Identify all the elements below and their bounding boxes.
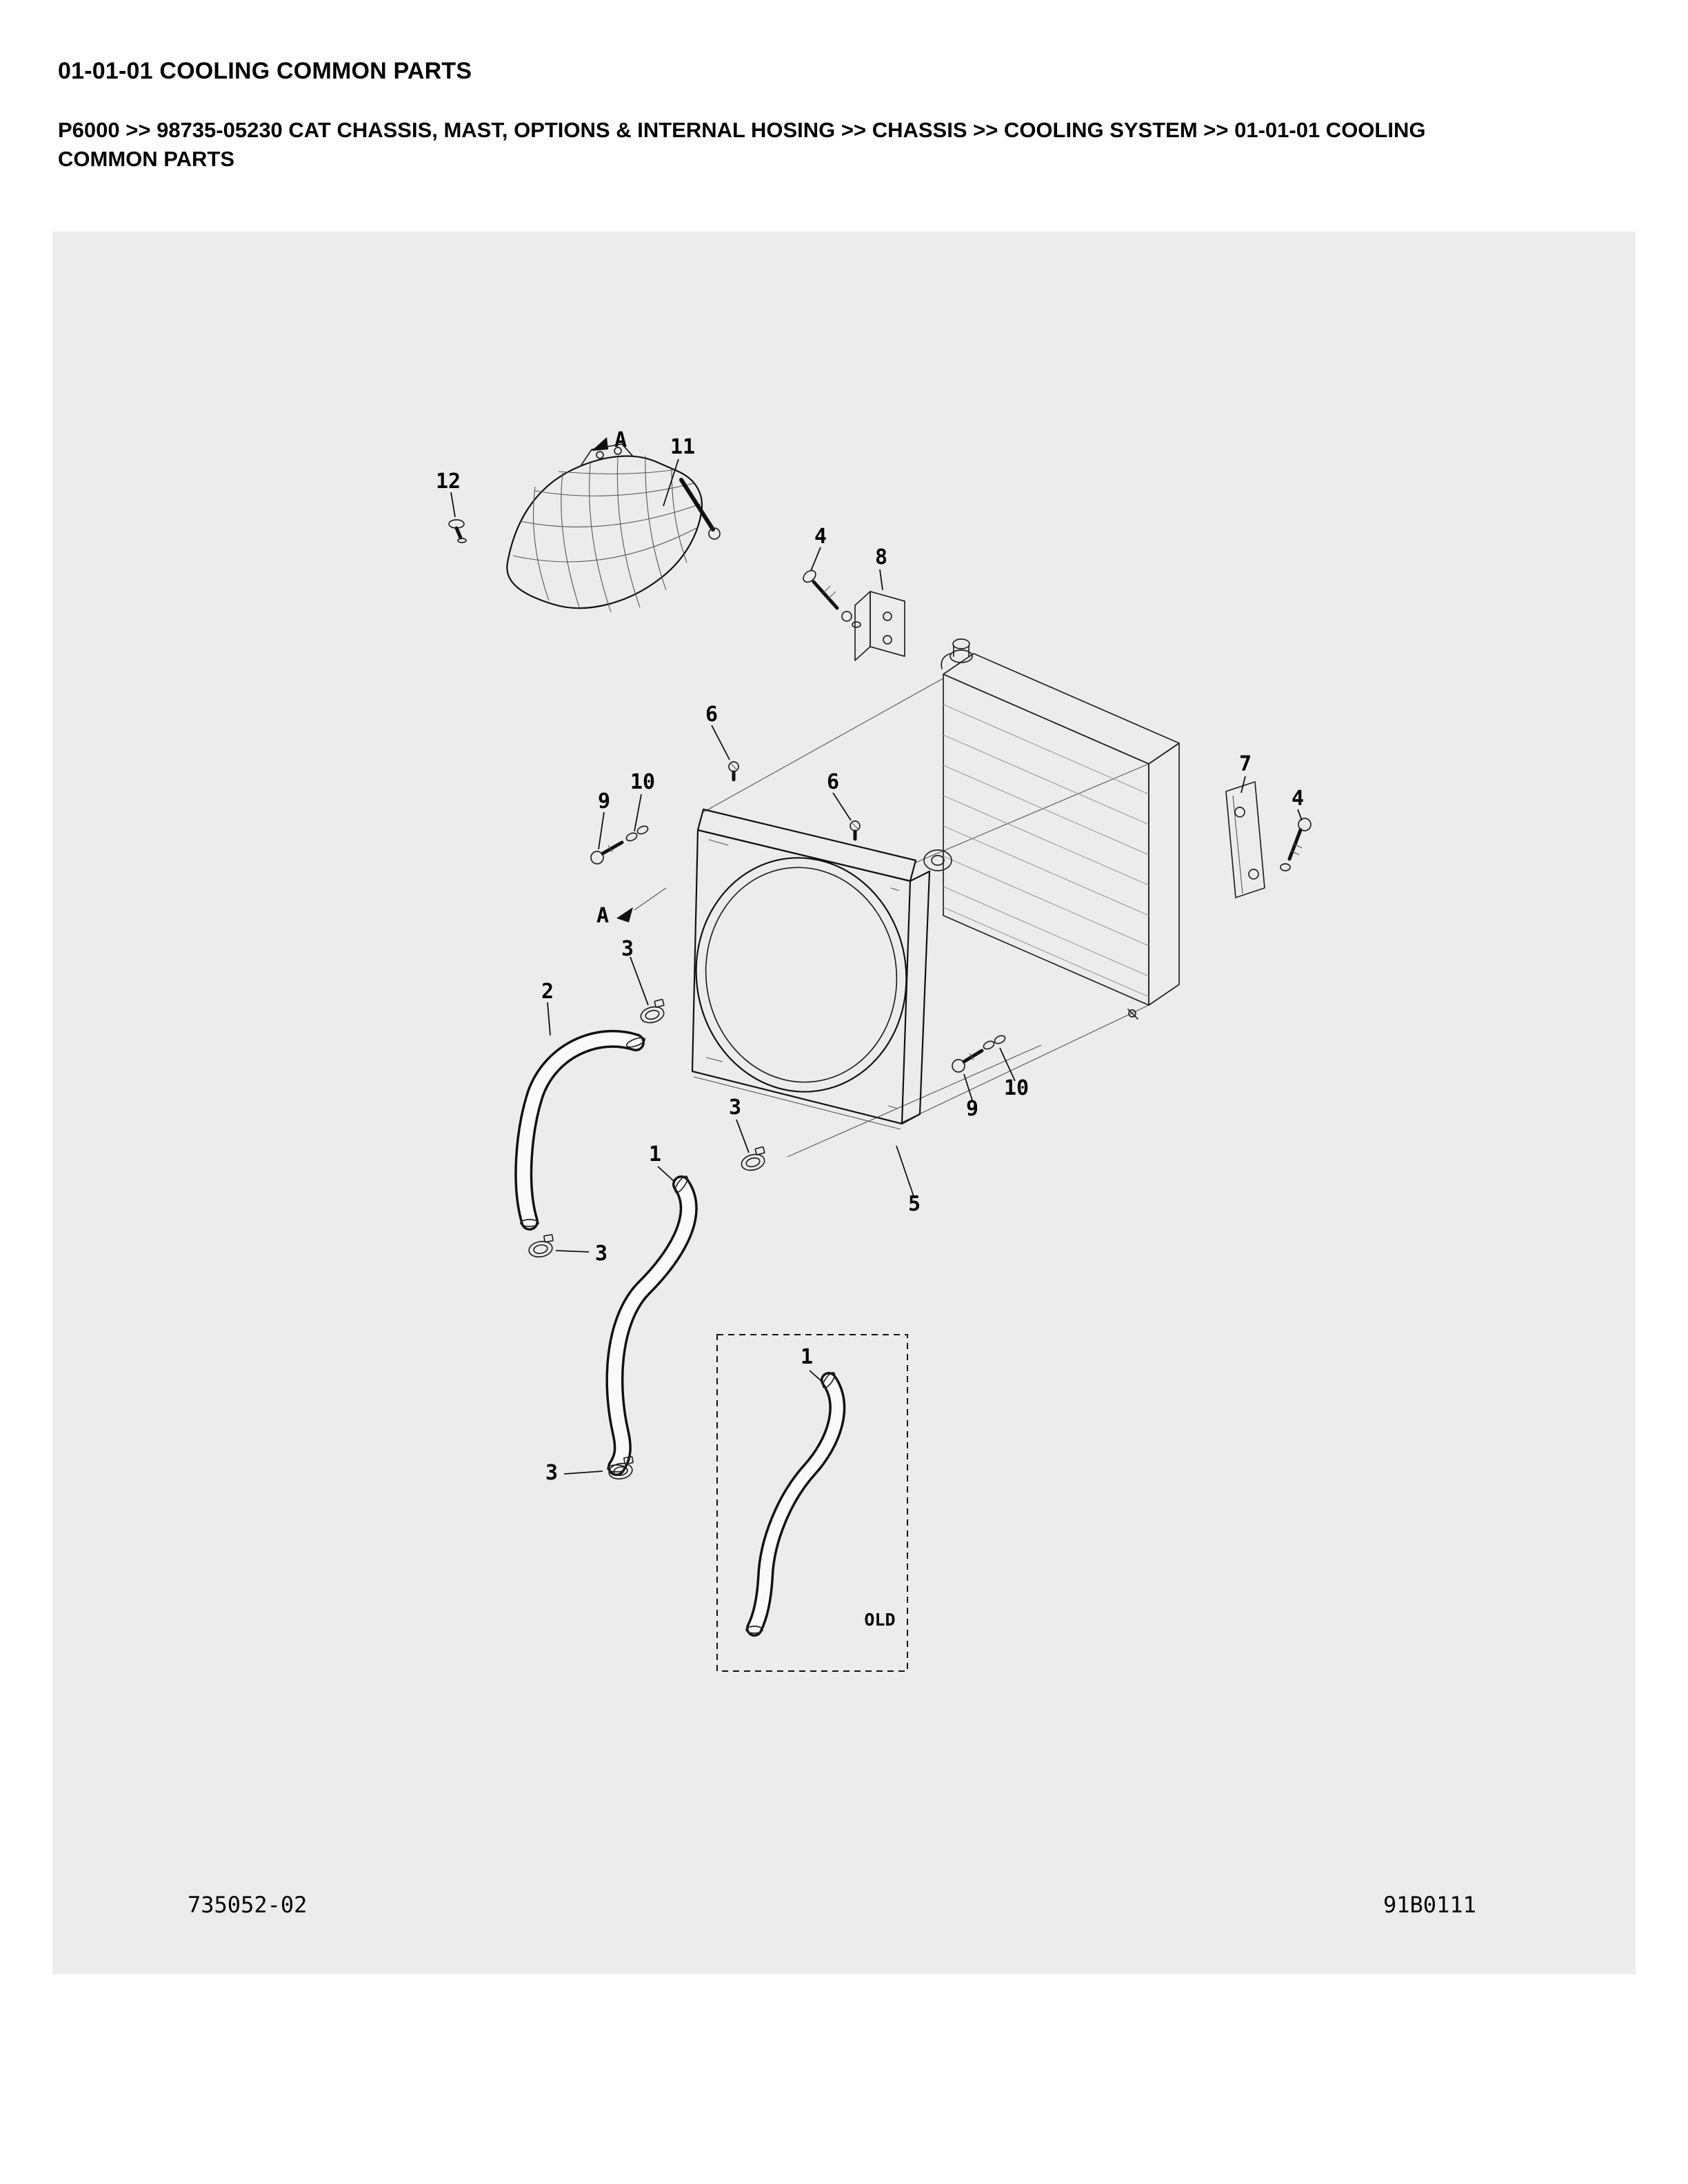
callout-10-left: 10 — [630, 770, 655, 794]
hose-part-2 — [514, 1002, 646, 1231]
screw-part-6-b — [832, 792, 861, 841]
radiator-drain — [1127, 1009, 1138, 1020]
fastener-part-12 — [448, 492, 467, 543]
clamp-part-3-c — [528, 1234, 554, 1258]
exploded-diagram: 12 A 11 4 8 6 6 9 10 7 4 A 3 2 3 1 3 3 5… — [436, 428, 1312, 1672]
shroud-corner-details — [705, 839, 900, 1109]
bolt-part-4-top — [803, 547, 861, 628]
callout-8: 8 — [875, 545, 887, 569]
duct-lattice — [512, 455, 701, 613]
radiator-filler-cap — [941, 638, 973, 669]
bolt-part-9-left — [590, 811, 624, 865]
washers-part-10-right — [983, 1035, 1016, 1082]
callout-4-top: 4 — [814, 525, 827, 549]
bolt-part-4-right — [1280, 809, 1312, 871]
callout-9-right: 9 — [966, 1097, 978, 1121]
view-label-a-top: A — [614, 428, 627, 452]
callout-9-left: 9 — [598, 789, 610, 813]
callout-7: 7 — [1239, 752, 1252, 776]
clamp-part-3-d — [608, 1456, 634, 1480]
projection-lines — [703, 678, 1149, 1157]
callout-6-b: 6 — [827, 770, 839, 794]
callout-4-right: 4 — [1292, 787, 1304, 811]
callout-3-b: 3 — [729, 1095, 741, 1120]
callout-1: 1 — [649, 1142, 661, 1166]
callout-10-right: 10 — [1004, 1076, 1029, 1100]
duct-latch-rod — [679, 478, 721, 540]
view-arrow-a-side — [616, 887, 667, 922]
breadcrumb: P6000 >> 98735-05230 CAT CHASSIS, MAST, … — [58, 118, 1426, 171]
fan-shroud-part-5 — [691, 808, 931, 1199]
page-title: 01-01-01 COOLING COMMON PARTS — [58, 58, 472, 84]
clamp-part-3-a — [640, 998, 665, 1024]
view-arrow-a-top — [592, 437, 608, 451]
bracket-part-8 — [854, 569, 905, 661]
old-part-box — [716, 1334, 908, 1672]
radiator — [923, 638, 1180, 1020]
radiator-core-fins — [943, 704, 1149, 998]
callout-labels: 12 A 11 4 8 6 6 9 10 7 4 A 3 2 3 1 3 3 5… — [436, 428, 1304, 1630]
callout-6-a: 6 — [705, 702, 718, 727]
diagram-area: 12 A 11 4 8 6 6 9 10 7 4 A 3 2 3 1 3 3 5… — [52, 232, 1636, 1974]
callout-3-c: 3 — [595, 1242, 607, 1266]
callout-2: 2 — [541, 980, 554, 1004]
hose-part-1 — [605, 1166, 698, 1476]
old-label: OLD — [864, 1610, 895, 1630]
air-duct-part-11 — [506, 443, 721, 613]
screw-part-6-a — [711, 725, 739, 782]
callout-1-old: 1 — [801, 1345, 813, 1369]
callout-3-d: 3 — [545, 1461, 558, 1485]
washers-part-10-left — [625, 793, 649, 842]
radiator-inlet-port — [923, 849, 952, 871]
bolt-part-9-right — [952, 1049, 984, 1101]
callout-5: 5 — [908, 1192, 921, 1216]
drawing-number: 735052-02 — [188, 1892, 308, 1918]
figure-code: 91B0111 — [1383, 1892, 1476, 1918]
view-label-a-side: A — [596, 904, 609, 928]
clamp-part-3-b — [741, 1146, 765, 1171]
callout-11: 11 — [670, 435, 695, 459]
callout-3-a: 3 — [621, 937, 634, 961]
bracket-part-7 — [1225, 776, 1265, 898]
callout-12: 12 — [436, 469, 461, 494]
